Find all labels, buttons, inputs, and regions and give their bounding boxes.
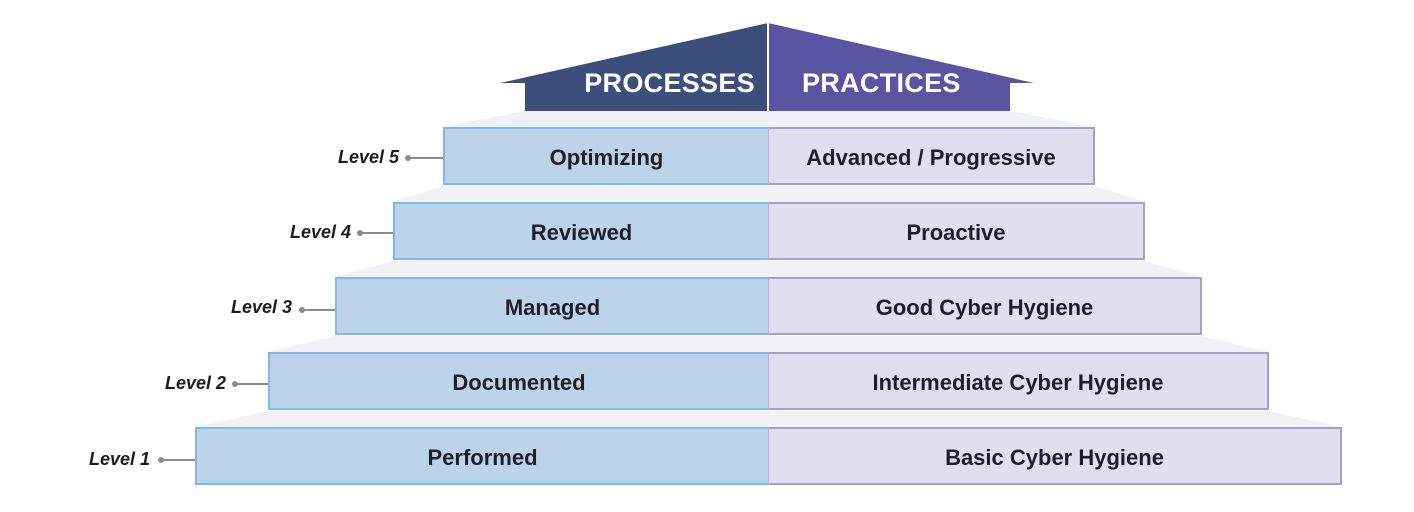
level-5-connector [407,157,443,159]
tread-2 [195,411,1342,427]
practice-level-4: Proactive [768,202,1145,260]
practice-level-5: Advanced / Progressive [768,127,1095,185]
process-level-5: Optimizing [443,127,768,185]
processes-heading: PROCESSES [584,68,755,98]
level-1-connector [160,459,195,461]
processes-roof [500,23,768,111]
level-2-connector [234,383,268,385]
level-3-label: Level 3 [230,297,292,317]
tread-top [443,111,1095,127]
process-level-1: Performed [195,427,768,485]
practices-roof [768,23,1034,111]
tread-3 [268,336,1269,352]
level-5-label: Level 5 [337,147,399,167]
practice-level-1: Basic Cyber Hygiene [768,427,1342,485]
practice-level-3: Good Cyber Hygiene [768,277,1202,335]
level-4-label: Level 4 [289,222,351,242]
tread-4 [335,261,1202,277]
level-1-label: Level 1 [88,449,150,469]
level-2-connector-dot [232,381,238,387]
practices-heading: PRACTICES [802,68,961,98]
level-3-connector-dot [299,307,305,313]
level-5-connector-dot [405,155,411,161]
level-4-connector [359,232,393,234]
process-level-4: Reviewed [393,202,768,260]
level-4-connector-dot [357,230,363,236]
practice-level-2: Intermediate Cyber Hygiene [768,352,1269,410]
level-3-connector [301,309,335,311]
level-1-connector-dot [158,457,164,463]
process-level-3: Managed [335,277,768,335]
level-2-label: Level 2 [164,373,226,393]
process-level-2: Documented [268,352,768,410]
tread-5 [393,186,1145,202]
